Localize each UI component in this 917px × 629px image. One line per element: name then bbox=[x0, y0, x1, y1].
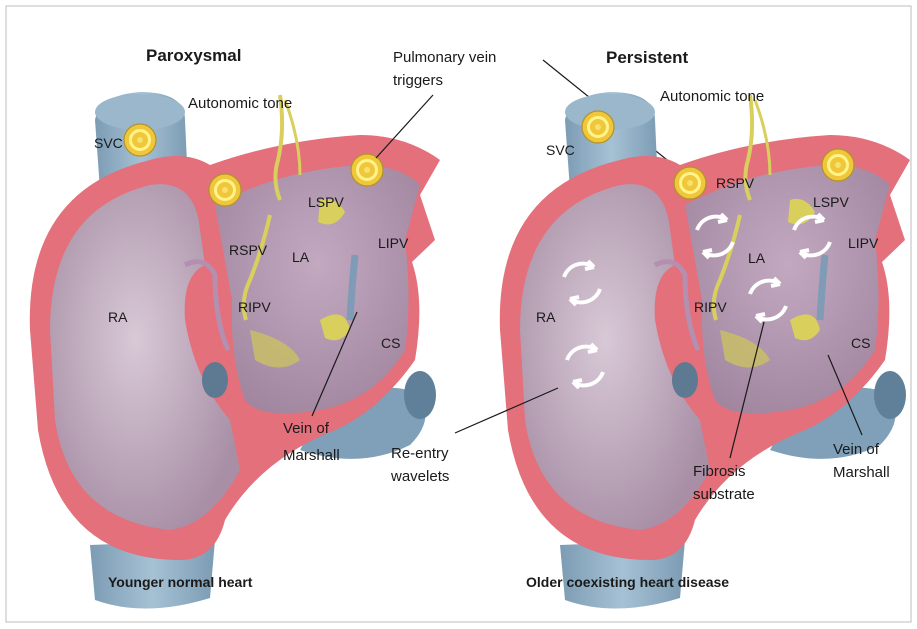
vein-of-marshall-label-right-1: Vein of bbox=[833, 441, 880, 458]
cs-label-left: CS bbox=[381, 335, 400, 351]
panel-title-right: Persistent bbox=[606, 48, 689, 67]
svc-label-left: SVC bbox=[94, 135, 123, 151]
vein-of-marshall-label-left-2: Marshall bbox=[283, 447, 340, 464]
lipv-label-left: LIPV bbox=[378, 235, 409, 251]
trigger-ring-icon bbox=[209, 174, 241, 206]
autonomic-tone-label-left: Autonomic tone bbox=[188, 95, 292, 112]
lipv-label-right: LIPV bbox=[848, 235, 879, 251]
pv-triggers-label-2: triggers bbox=[393, 72, 443, 89]
panel-persistent: Persistent Autonomic tone SVC RSPV LSPV … bbox=[390, 48, 910, 609]
la-label-left: LA bbox=[292, 249, 310, 265]
caption-right: Older coexisting heart disease bbox=[526, 574, 729, 590]
fibrosis-label-2: substrate bbox=[693, 486, 755, 503]
pv-triggers-label-1: Pulmonary vein bbox=[393, 49, 496, 66]
lspv-label-right: LSPV bbox=[813, 194, 849, 210]
svc-label-right: SVC bbox=[546, 142, 575, 158]
panel-paroxysmal: Paroxysmal Autonomic tone SVC RSPV LSPV … bbox=[30, 46, 440, 609]
lspv-label-left: LSPV bbox=[308, 194, 344, 210]
reentry-label-1: Re-entry bbox=[391, 445, 449, 462]
trigger-ring-icon bbox=[674, 167, 706, 199]
vein-of-marshall-label-left-1: Vein of bbox=[283, 420, 330, 437]
ripv-label-right: RIPV bbox=[694, 299, 727, 315]
rspv-label-left: RSPV bbox=[229, 242, 268, 258]
trigger-ring-icon bbox=[351, 154, 383, 186]
vein-of-marshall-label-right-2: Marshall bbox=[833, 464, 890, 481]
autonomic-tone-label-right: Autonomic tone bbox=[660, 88, 764, 105]
fibrosis-label-1: Fibrosis bbox=[693, 463, 746, 480]
caption-left: Younger normal heart bbox=[108, 574, 253, 590]
rspv-label-right: RSPV bbox=[716, 175, 755, 191]
trigger-ring-icon bbox=[822, 149, 854, 181]
trigger-ring-icon bbox=[582, 111, 614, 143]
reentry-label-2: wavelets bbox=[390, 468, 449, 485]
ripv-label-left: RIPV bbox=[238, 299, 271, 315]
panel-title-left: Paroxysmal bbox=[146, 46, 241, 65]
ra-label-right: RA bbox=[536, 309, 556, 325]
cs-label-right: CS bbox=[851, 335, 870, 351]
trigger-ring-icon bbox=[124, 124, 156, 156]
la-label-right: LA bbox=[748, 250, 766, 266]
ra-label-left: RA bbox=[108, 309, 128, 325]
